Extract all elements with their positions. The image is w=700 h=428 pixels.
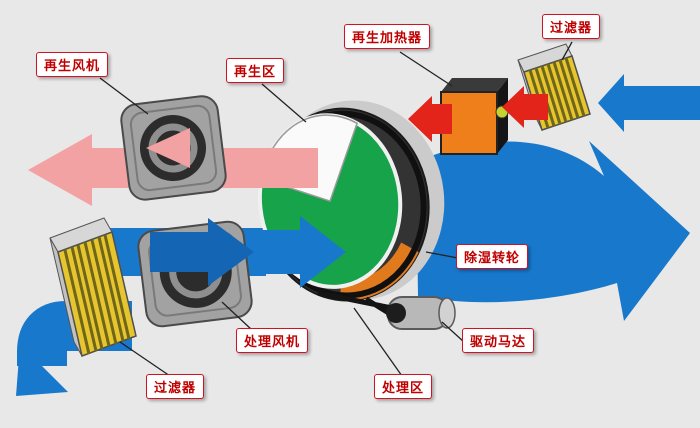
regen-air-inlet-arrow [598,74,700,132]
motor-pulley [386,303,406,323]
label-drive-motor: 驱动马达 [462,328,535,353]
regen-fan-frame [129,104,218,192]
hot-air-arrow-heater-to-wheel [408,96,452,142]
process-air-filter [49,217,137,357]
drive-motor-assembly [317,290,456,330]
leader-process-fan [221,301,253,331]
leader-lines [99,41,573,377]
label-process-fan: 处理风机 [236,328,309,353]
label-regen-fan: 再生风机 [36,52,109,77]
leader-regen-heater [399,51,453,87]
label-regen-heater: 再生加热器 [344,24,431,49]
heater-top-face [441,78,508,92]
label-process-zone: 处理区 [374,374,433,399]
leader-wheel [425,251,459,259]
leader-regen-fan [99,77,149,115]
wheel-orange-section [339,242,419,301]
regen-exhaust-fan-arrowhead [146,128,190,168]
leader-filter-top [561,41,573,61]
label-regen-zone: 再生区 [226,58,285,83]
process-air-wheel-arrow [258,216,346,288]
dry-air-outlet-arrow [416,141,690,321]
leader-regen-zone [261,83,307,123]
hot-air-arrow-filter-to-heater [502,86,548,128]
process-air-inlet-arrowhead [16,344,68,396]
label-filter-bottom: 过滤器 [146,374,205,399]
leader-drive-motor [441,321,465,343]
process-air-fan-arrow [150,218,254,286]
motor-end-cap [438,297,456,329]
leader-process-zone [353,307,403,377]
process-air-inlet-duct [17,301,132,366]
label-filter-top: 过滤器 [542,14,601,39]
leader-filter-bottom [119,341,171,377]
filter-bottom-pleats [63,234,131,355]
regeneration-heater [440,78,509,155]
label-dehumidifier-wheel: 除湿转轮 [456,244,529,269]
